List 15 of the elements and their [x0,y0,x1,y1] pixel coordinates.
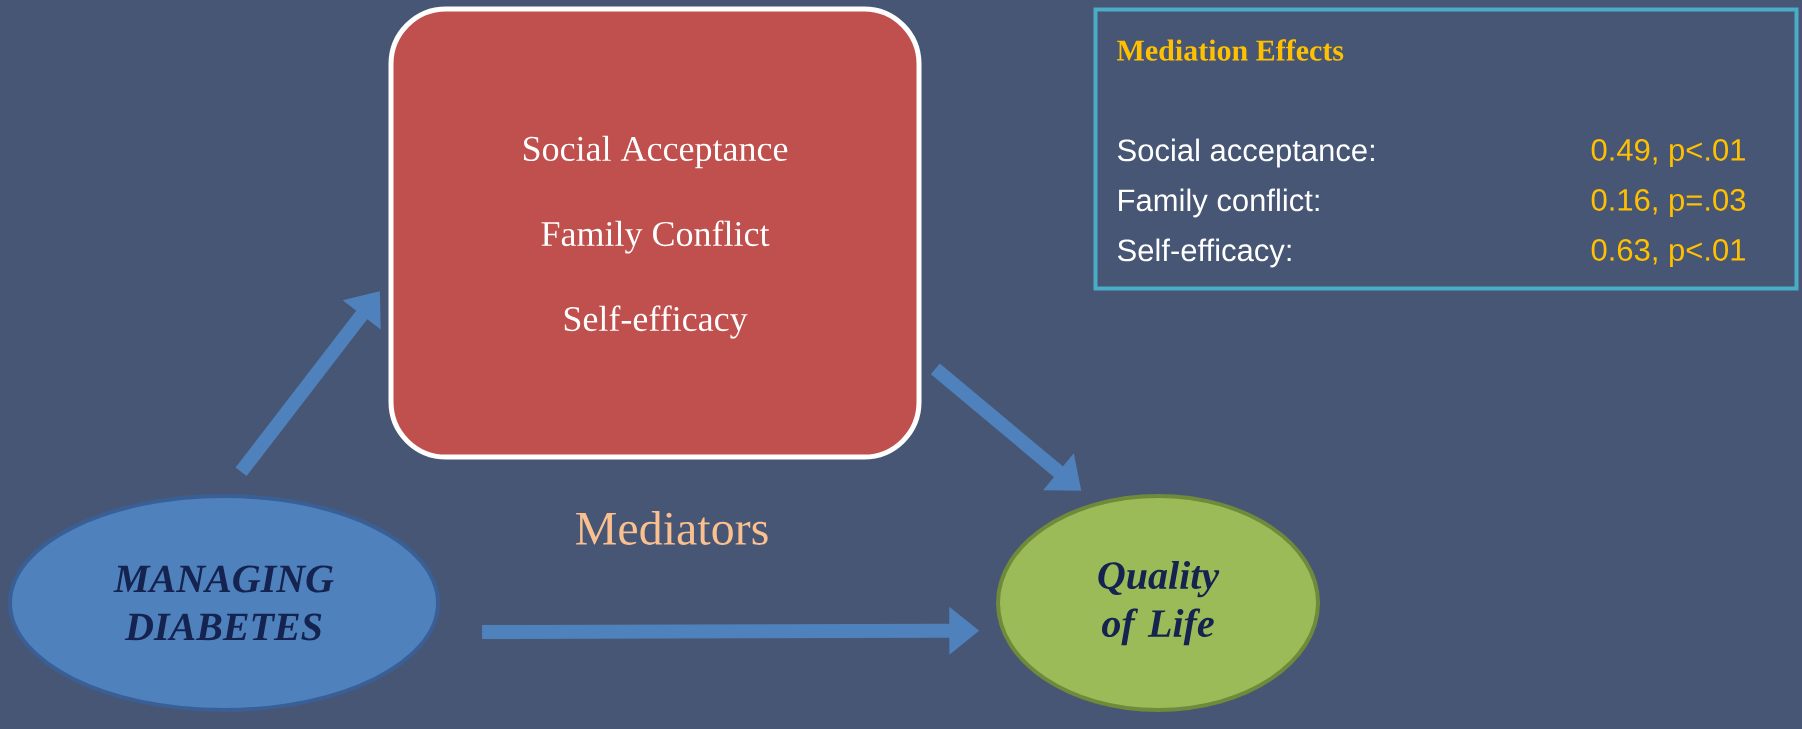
effects-box [1093,7,1799,291]
node-label: Mediators [576,511,768,545]
mediator-box [388,6,922,460]
effect-label: Self-efficacy: [1117,238,1291,268]
effect-value: 0.63, p<.01 [1591,238,1745,268]
ellipse-node: MANAGING DIABETES [8,494,440,712]
effect-value: 0.49, p<.01 [1591,138,1745,168]
effect-label: Family conflict: [1119,188,1319,218]
box-text: Self-efficacy [564,305,748,339]
box-text: Family Conflict [541,220,770,254]
effect-label: Social acceptance: [1117,138,1374,168]
box-title: Mediation Effects [1117,39,1344,61]
ellipse-node: Quality of Life [996,494,1320,712]
box-text: Social Acceptance [524,135,788,169]
effect-value: 0.16, p=.03 [1591,188,1746,218]
